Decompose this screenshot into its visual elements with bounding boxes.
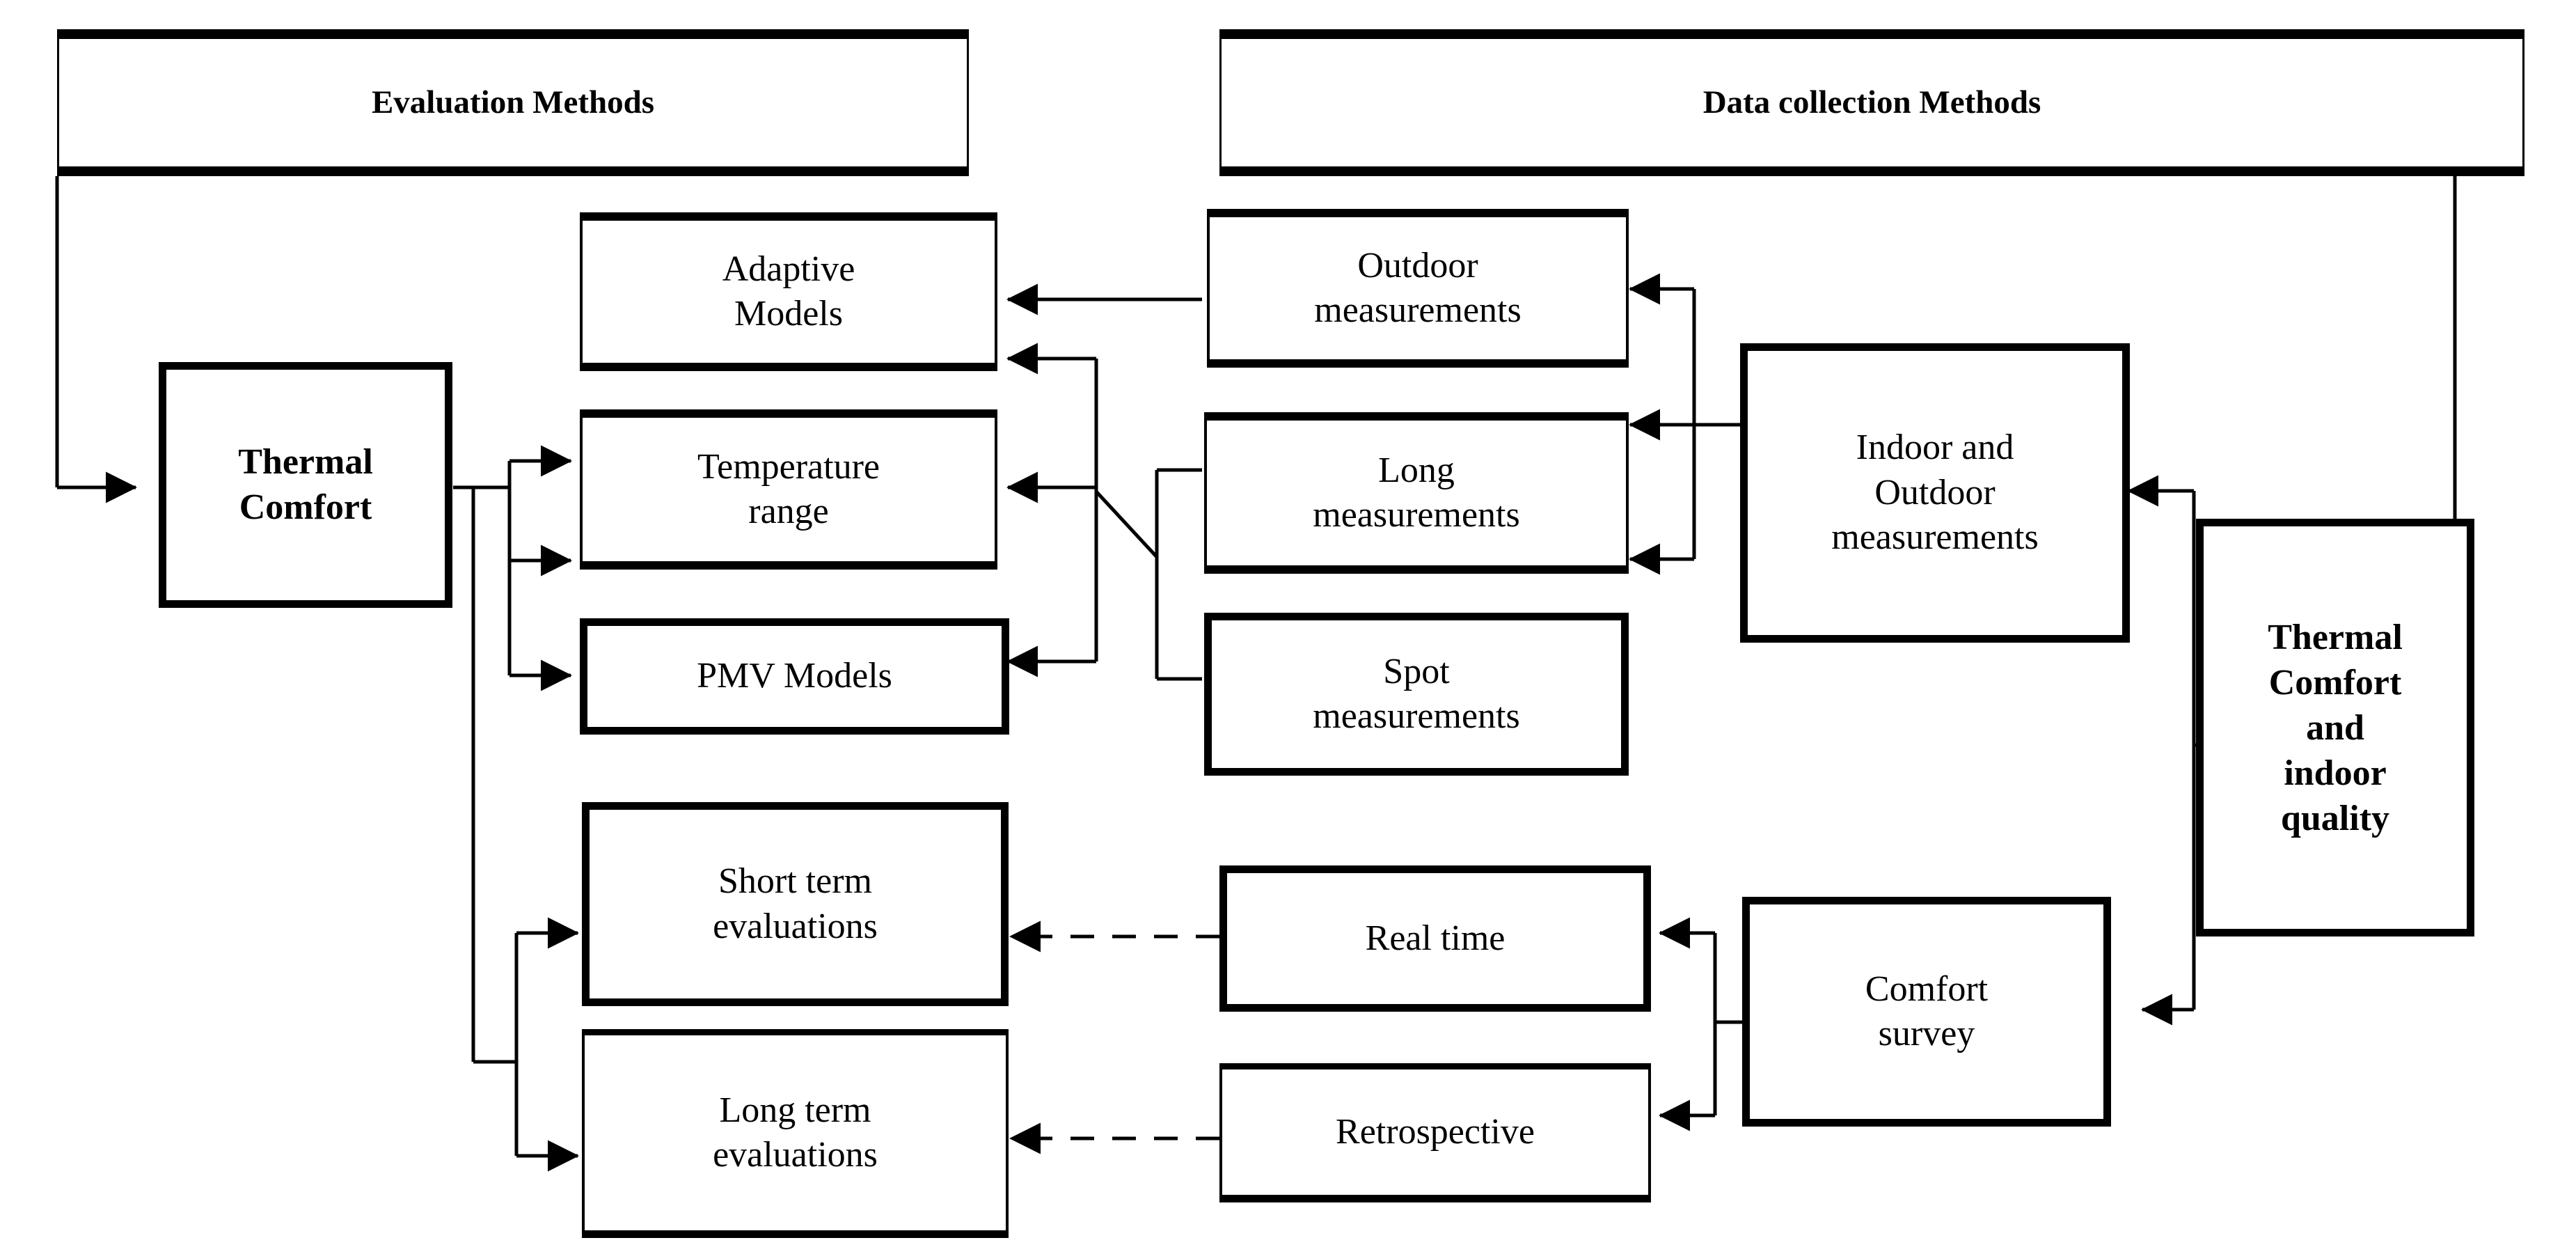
node-indoor-outdoor-measurements-label: Indoor and Outdoor measurements bbox=[1831, 428, 2039, 558]
node-thermal-comfort-indoor-quality[interactable]: Thermal Comfort and indoor quality bbox=[2196, 519, 2474, 936]
node-retrospective[interactable]: Retrospective bbox=[1219, 1063, 1651, 1202]
node-adaptive-models[interactable]: Adaptive Models bbox=[580, 212, 997, 371]
node-comfort-survey[interactable]: Comfort survey bbox=[1742, 897, 2111, 1127]
node-temperature-range-label: Temperature range bbox=[697, 446, 880, 531]
node-thermal-comfort[interactable]: Thermal Comfort bbox=[159, 362, 452, 608]
node-retrospective-label: Retrospective bbox=[1336, 1111, 1535, 1152]
header-evaluation-methods[interactable]: Evaluation Methods bbox=[57, 29, 969, 176]
node-long-measurements[interactable]: Long measurements bbox=[1204, 412, 1629, 574]
node-short-term-evaluations-label: Short term evaluations bbox=[713, 861, 878, 946]
node-long-term-evaluations-label: Long term evaluations bbox=[713, 1090, 878, 1175]
node-pmv-models-label: PMV Models bbox=[697, 656, 892, 696]
edge-measurements-to-models bbox=[1006, 343, 1202, 681]
header-data-collection-methods[interactable]: Data collection Methods bbox=[1219, 29, 2524, 176]
node-long-measurements-label: Long measurements bbox=[1313, 450, 1520, 535]
node-temperature-range[interactable]: Temperature range bbox=[580, 409, 997, 570]
edge-thermal-comfort-to-evaluations bbox=[471, 487, 579, 1172]
header-data-collection-methods-label: Data collection Methods bbox=[1702, 84, 2041, 121]
edge-thermal-comfort-to-models bbox=[453, 445, 572, 691]
node-spot-measurements[interactable]: Spot measurements bbox=[1204, 613, 1629, 776]
node-adaptive-models-label: Adaptive Models bbox=[722, 249, 855, 334]
node-pmv-models[interactable]: PMV Models bbox=[580, 618, 1009, 735]
edge-indoor-outdoor-to-measurements bbox=[1629, 273, 1746, 575]
node-indoor-outdoor-measurements[interactable]: Indoor and Outdoor measurements bbox=[1740, 343, 2130, 643]
node-outdoor-measurements-label: Outdoor measurements bbox=[1314, 245, 1522, 330]
node-thermal-comfort-label: Thermal Comfort bbox=[238, 442, 373, 527]
node-spot-measurements-label: Spot measurements bbox=[1313, 651, 1520, 736]
node-thermal-comfort-indoor-quality-label: Thermal Comfort and indoor quality bbox=[2268, 617, 2403, 838]
node-real-time[interactable]: Real time bbox=[1219, 865, 1651, 1012]
node-short-term-evaluations[interactable]: Short term evaluations bbox=[582, 802, 1009, 1006]
node-real-time-label: Real time bbox=[1365, 918, 1506, 958]
node-comfort-survey-label: Comfort survey bbox=[1865, 969, 1989, 1053]
edge-evaluation-methods-to-thermal-comfort bbox=[55, 176, 137, 503]
header-evaluation-methods-label: Evaluation Methods bbox=[371, 84, 655, 121]
node-outdoor-measurements[interactable]: Outdoor measurements bbox=[1207, 209, 1629, 368]
edge-comfort-survey-to-methods bbox=[1659, 917, 1746, 1131]
node-long-term-evaluations[interactable]: Long term evaluations bbox=[582, 1029, 1009, 1238]
edge-tciq-to-right-column bbox=[2127, 475, 2210, 1026]
